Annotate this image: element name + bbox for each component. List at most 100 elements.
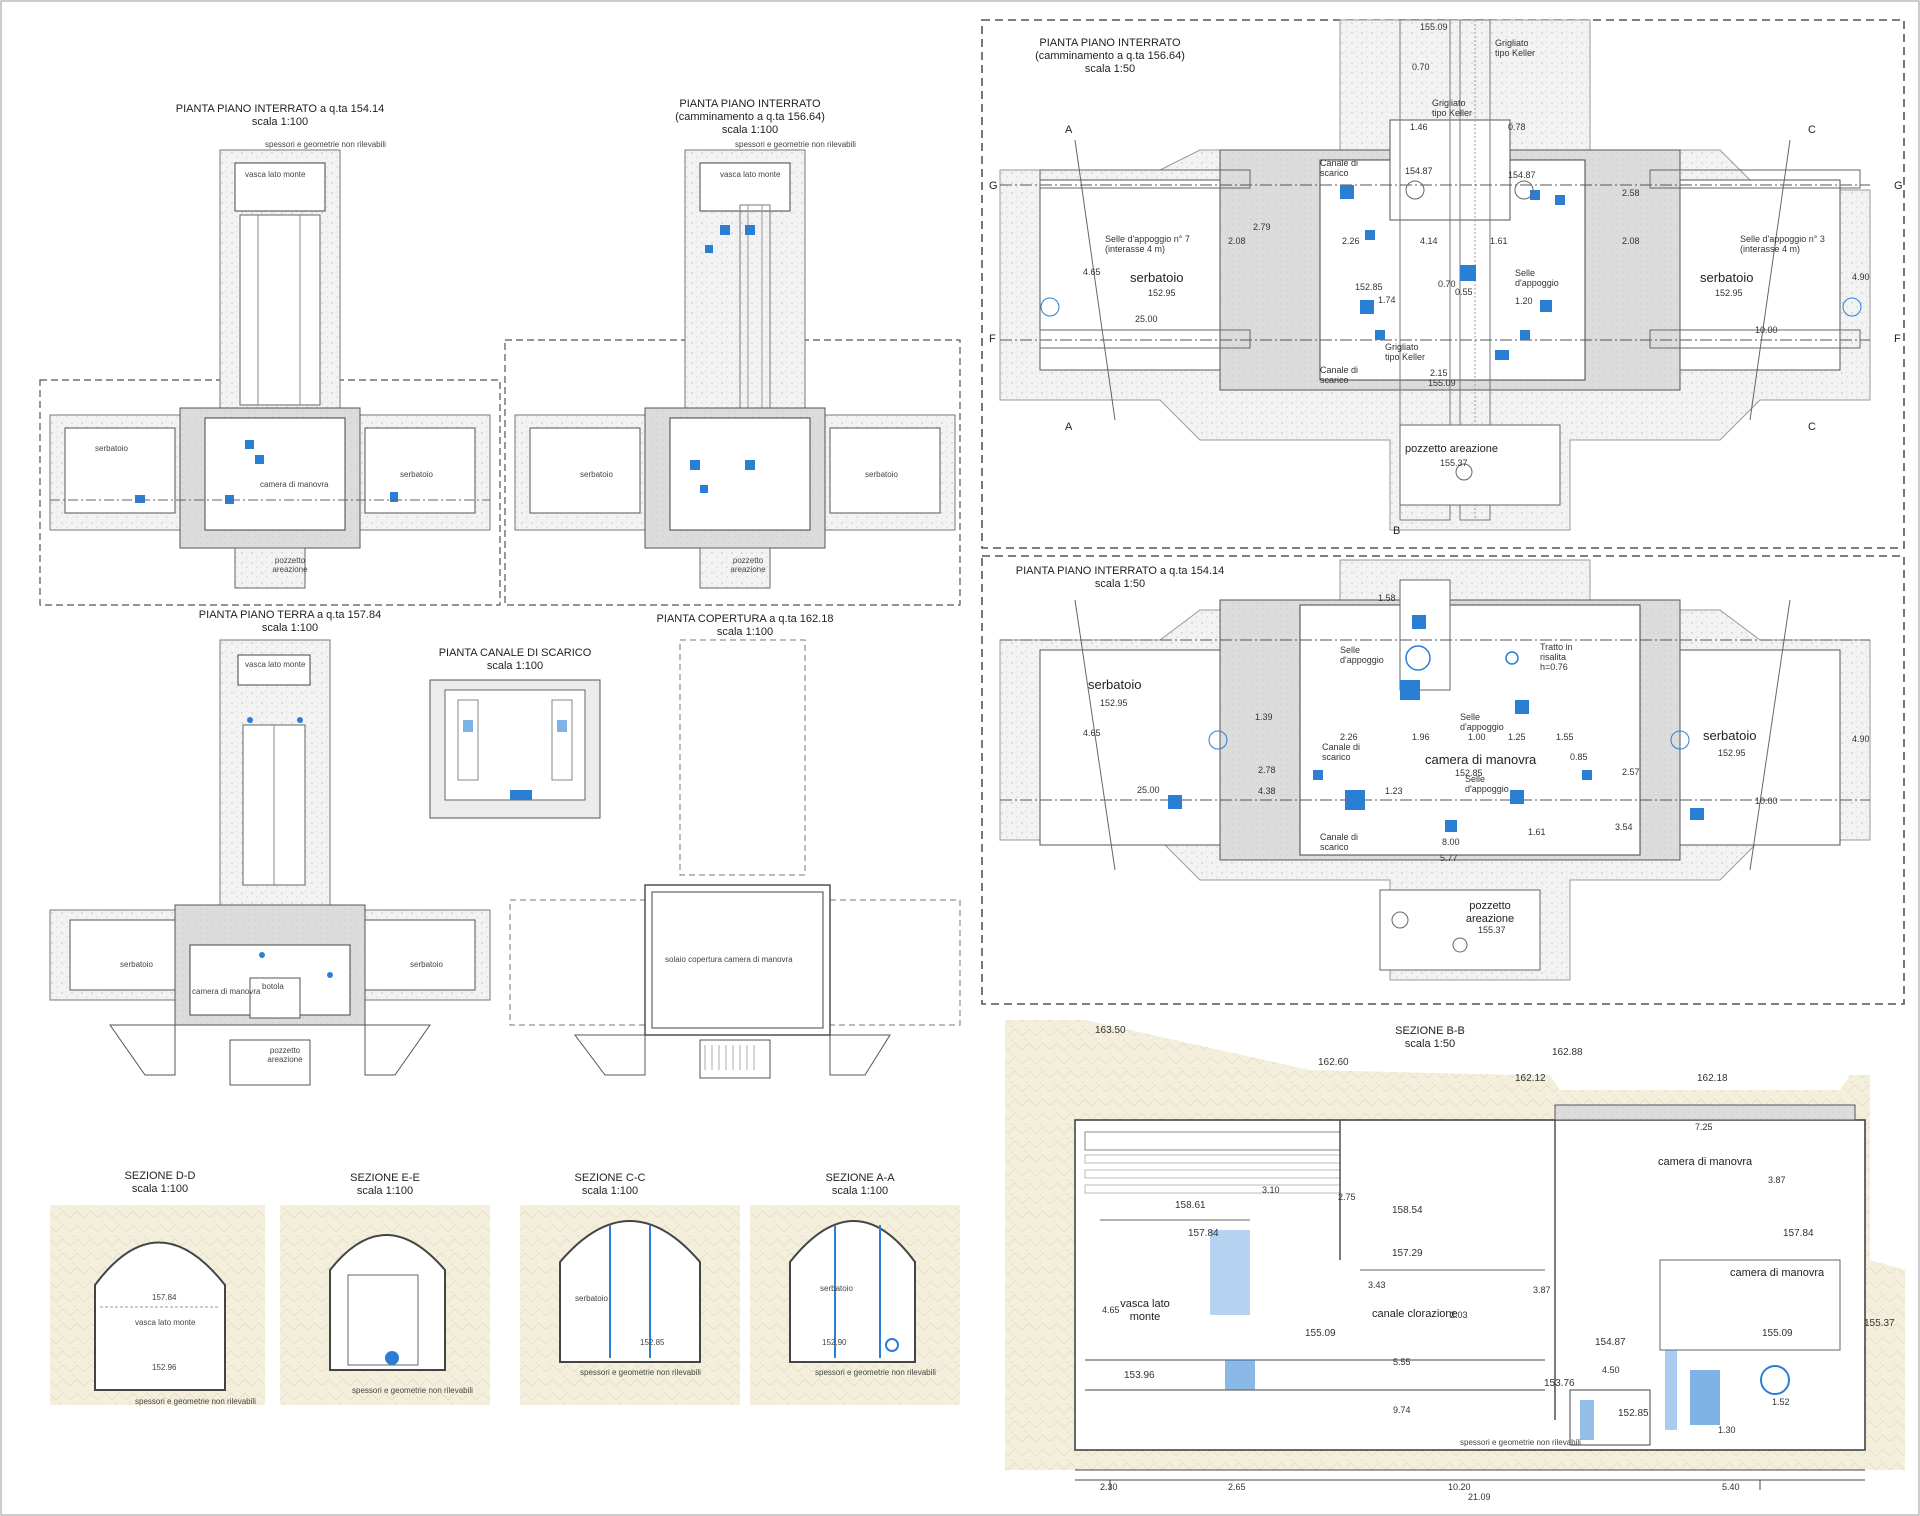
grigliato-label-2: Grigliato tipo Keller — [1432, 98, 1473, 118]
note-dd: spessori e geometrie non rilevabili — [135, 1397, 256, 1406]
dim: 2.26 — [1340, 732, 1358, 742]
vasca-label-small-3: vasca lato monte — [245, 660, 306, 669]
scale-line: scala 1:100 — [716, 626, 774, 638]
camera-level-b: 152.85 — [1455, 768, 1483, 778]
scale-line: scala 1:100 — [261, 622, 319, 634]
plan-camminamento-big — [981, 19, 1905, 549]
title-line: PIANTA PIANO TERRA a q.ta 157.84 — [198, 609, 382, 621]
dim: 4.14 — [1420, 236, 1438, 246]
level: 157.29 — [1392, 1248, 1423, 1259]
dim: 1.39 — [1255, 712, 1273, 722]
dim: 154.87 — [1508, 170, 1536, 180]
selle-left-label: Selle d'appoggio n° 7 (interasse 4 m) — [1105, 234, 1190, 254]
title-section-ee: SEZIONE E-E scala 1:100 — [325, 1172, 445, 1198]
pozzetto-top-label: pozzetto areazione — [1405, 443, 1498, 455]
dim: 10.00 — [1755, 325, 1778, 335]
title-line: SEZIONE D-D — [124, 1170, 196, 1182]
section-mark-c-top: C — [1808, 124, 1816, 136]
pozzetto-label-b: pozzetto areazione — [1465, 900, 1515, 925]
aa-level: 152.90 — [822, 1338, 847, 1347]
dim: 1.58 — [1378, 593, 1396, 603]
serbatoio-small-1: serbatoio — [95, 444, 128, 453]
serbatoio-left-label: serbatoio — [1130, 270, 1184, 285]
title-line: PIANTA PIANO INTERRATO a q.ta 154.14 — [1015, 565, 1225, 577]
tratto-label: Tratto in risalita h=0.76 — [1540, 642, 1573, 672]
dim: 1.55 — [1556, 732, 1574, 742]
scale-line: scala 1:100 — [251, 116, 309, 128]
serbatoio-right-level: 152.95 — [1715, 288, 1743, 298]
dim: 2.79 — [1253, 222, 1271, 232]
title-plan-interrato-small: PIANTA PIANO INTERRATO a q.ta 154.14 sca… — [160, 103, 400, 129]
dim: 5.55 — [1393, 1357, 1411, 1367]
dim: 2.26 — [1342, 236, 1360, 246]
dim: 0.70 — [1412, 62, 1430, 72]
camera-small-2: camera di manovra — [192, 987, 261, 996]
title-line: PIANTA PIANO INTERRATO a q.ta 154.14 — [175, 103, 385, 115]
note-bb: spessori e geometrie non rilevabili — [1460, 1438, 1581, 1447]
level: 157.84 — [1783, 1228, 1814, 1239]
dim: 1.46 — [1410, 122, 1428, 132]
title-line: (camminamento a q.ta 156.64) — [675, 111, 825, 123]
dim: 2.08 — [1622, 236, 1640, 246]
dim: 1.61 — [1528, 827, 1546, 837]
dim: 1.30 — [1718, 1425, 1736, 1435]
section-ee — [280, 1205, 490, 1405]
section-mark-f-left: F — [989, 333, 996, 345]
title-section-cc: SEZIONE C-C scala 1:100 — [550, 1172, 670, 1198]
level: 162.88 — [1552, 1047, 1583, 1058]
dim: 10.20 — [1448, 1482, 1471, 1492]
dim: 10.00 — [1755, 796, 1778, 806]
note-cc: spessori e geometrie non rilevabili — [580, 1368, 701, 1377]
title-section-dd: SEZIONE D-D scala 1:100 — [100, 1170, 220, 1196]
section-aa — [750, 1205, 960, 1405]
note-small-2: spessori e geometrie non rilevabili — [735, 140, 856, 149]
pozzetto-top-level: 155.37 — [1440, 458, 1468, 468]
canale-scarico-label-b1: Canale di scarico — [1322, 742, 1361, 762]
dim: 1.61 — [1490, 236, 1508, 246]
note-aa: spessori e geometrie non rilevabili — [815, 1368, 936, 1377]
pozzetto-small-1: pozzetto areazione — [272, 556, 308, 574]
title-section-aa: SEZIONE A-A scala 1:100 — [800, 1172, 920, 1198]
dim: 3.10 — [1262, 1185, 1280, 1195]
level: 155.37 — [1864, 1318, 1895, 1329]
selle-label-b1: Selle d'appoggio — [1340, 645, 1384, 665]
title-line: PIANTA COPERTURA a q.ta 162.18 — [656, 613, 834, 625]
aa-label: serbatoio — [820, 1284, 853, 1293]
serbatoio-small-2: serbatoio — [400, 470, 433, 479]
title-plan-camminamento-big: PIANTA PIANO INTERRATO (camminamento a q… — [1000, 37, 1220, 76]
level: 155.09 — [1305, 1328, 1336, 1339]
dim: 2.30 — [1100, 1482, 1118, 1492]
serbatoio-right-level-b: 152.95 — [1718, 748, 1746, 758]
plan-terra-small — [49, 639, 491, 1086]
title-line: PIANTA PIANO INTERRATO — [1039, 37, 1181, 49]
level: 153.96 — [1124, 1370, 1155, 1381]
plan-interrato-small — [39, 149, 501, 606]
title-line: PIANTA CANALE DI SCARICO — [438, 647, 592, 659]
section-mark-a-top: A — [1065, 124, 1073, 136]
note-small-1: spessori e geometrie non rilevabili — [265, 140, 386, 149]
plan-interrato-big — [981, 555, 1905, 1005]
title-line: SEZIONE C-C — [574, 1172, 646, 1184]
dim: 1.96 — [1412, 732, 1430, 742]
dim: 2.78 — [1258, 765, 1276, 775]
dim: 1.52 — [1772, 1397, 1790, 1407]
serbatoio-small-6: serbatoio — [410, 960, 443, 969]
section-mark-a-bottom: A — [1065, 421, 1073, 433]
dim: 4.90 — [1852, 272, 1870, 282]
dim: 2.75 — [1338, 1192, 1356, 1202]
bottola-small: botola — [262, 982, 284, 991]
title-plan-terra: PIANTA PIANO TERRA a q.ta 157.84 scala 1… — [170, 609, 410, 635]
level: 153.76 — [1544, 1378, 1575, 1389]
dim: 5.77 — [1440, 853, 1458, 863]
grigliato-label-1: Grigliato tipo Keller — [1495, 38, 1536, 58]
section-mark-b: B — [1393, 525, 1401, 537]
dim: 3.87 — [1768, 1175, 1786, 1185]
dd-bottom: 152.96 — [152, 1363, 177, 1372]
dim: 25.00 — [1135, 314, 1158, 324]
dim: 4.65 — [1083, 728, 1101, 738]
scale-line: scala 1:50 — [1404, 1038, 1456, 1050]
scale-line: scala 1:100 — [356, 1185, 414, 1197]
dim: 0.70 — [1438, 279, 1456, 289]
dd-room: vasca lato monte — [135, 1318, 196, 1327]
